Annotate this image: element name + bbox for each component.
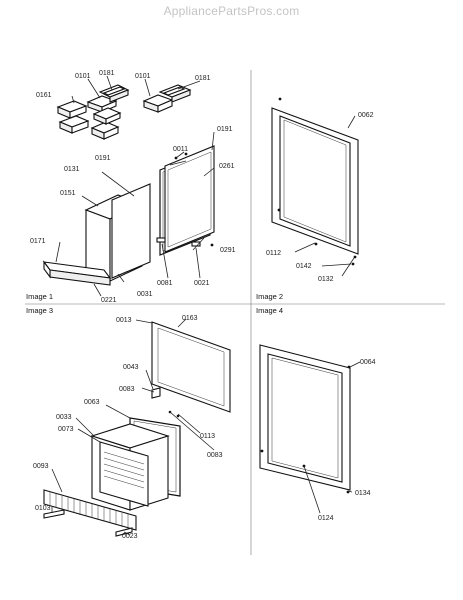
label-0291: 0291: [220, 247, 236, 254]
label-0171: 0171: [30, 238, 46, 245]
part-labels: 0101 0181 0101 0181 0161 0191 0011 0191 …: [30, 70, 376, 540]
image-2-label: Image 2: [256, 292, 283, 301]
image-3-label: Image 3: [26, 306, 53, 315]
label-0093: 0093: [33, 463, 49, 470]
label-0181: 0181: [195, 75, 211, 82]
image-4-label: Image 4: [256, 306, 283, 315]
label-0011: 0011: [173, 146, 188, 153]
label-0081: 0081: [157, 280, 173, 287]
image-1-label: Image 1: [26, 292, 53, 301]
label-0113: 0113: [200, 433, 215, 440]
image-4-group: [259, 344, 351, 494]
outer-door-0261: [164, 145, 215, 253]
label-0033: 0033: [56, 414, 72, 421]
label-0101: 0101: [75, 73, 91, 80]
bin-0171: [42, 260, 112, 286]
label-0023: 0023: [122, 533, 138, 540]
label-0261: 0261: [219, 163, 235, 170]
label-0221: 0221: [101, 297, 117, 304]
image-1-group: [42, 84, 215, 286]
label-0043: 0043: [123, 364, 139, 371]
watermark-text: AppliancePartsPros.com: [163, 4, 300, 18]
liner-0073: [99, 441, 149, 507]
label-0163: 0163: [182, 315, 198, 322]
label-0131: 0131: [64, 166, 80, 173]
label-0013: 0013: [116, 317, 132, 324]
label-0134: 0134: [355, 490, 371, 497]
label-0073: 0073: [58, 426, 74, 433]
label-0021: 0021: [194, 280, 210, 287]
bin-0101-bottom: [90, 121, 120, 140]
image-3-group: [43, 321, 231, 537]
label-0062: 0062: [358, 112, 374, 119]
bin-0161-bottom: [58, 115, 90, 134]
bin-0161-top: [56, 100, 88, 119]
shelf-0181-a: [98, 84, 130, 103]
leader-lines: [51, 75, 361, 536]
label-0191: 0191: [217, 126, 233, 133]
label-0161: 0161: [36, 92, 52, 99]
label-0103: 0103: [35, 505, 51, 512]
label-0151: 0151: [60, 190, 76, 197]
label-0181: 0181: [99, 70, 115, 77]
label-0031: 0031: [137, 291, 153, 298]
label-0124: 0124: [318, 515, 334, 522]
label-0191: 0191: [95, 155, 111, 162]
bracket-0083: [151, 387, 161, 399]
bin-0101-mid: [92, 107, 122, 125]
label-0112: 0112: [266, 250, 281, 257]
label-0063: 0063: [84, 399, 100, 406]
label-0132: 0132: [318, 276, 334, 283]
hinge-0021: [191, 241, 201, 247]
label-0083: 0083: [207, 452, 223, 459]
hinge-0081: [156, 237, 166, 243]
bin-0101-right: [142, 94, 174, 113]
label-0142: 0142: [296, 263, 312, 270]
grille-0093: [43, 489, 137, 531]
label-0101: 0101: [135, 73, 151, 80]
image-2-group: [271, 97, 359, 266]
door-panel-0131: [111, 183, 151, 279]
label-0064: 0064: [360, 359, 376, 366]
label-0083: 0083: [119, 386, 135, 393]
frame-0163: [151, 321, 231, 413]
